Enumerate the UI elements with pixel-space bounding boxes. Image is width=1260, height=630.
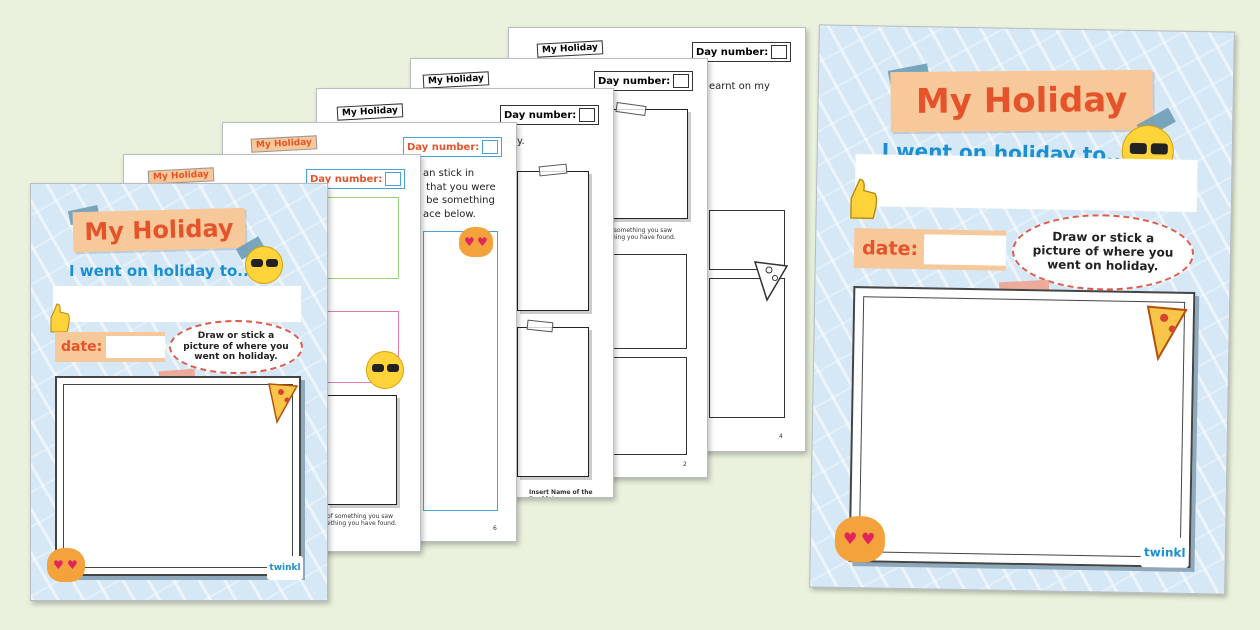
caption-text: of something you saw ething you have fou… [606,227,676,242]
cat-emoji-icon: ♥♥ [834,515,886,563]
day-number-input[interactable] [385,172,402,186]
speech-bubble: Draw or stick a picture of where you wen… [169,320,303,374]
twinkl-logo: twinkl [267,556,303,580]
pizza-icon [268,383,299,424]
photo-frame [606,109,688,219]
cover-title: My Holiday [72,207,246,253]
page-number: 2 [683,461,687,468]
cover-subtitle: I went on holiday to... [69,262,255,280]
my-holiday-label: My Holiday [250,135,318,153]
page-number: 4 [779,433,783,440]
booklet-name-footer: Insert Name of the Booklet [529,489,593,497]
caption-text: of something you saw ething you have fou… [327,513,397,528]
booklet-cover-large: My Holiday I went on holiday to... date:… [809,24,1235,595]
writing-box [709,210,785,270]
pizza-icon [1146,305,1188,362]
stick-in-text: an stick in that you were be something a… [423,168,496,220]
date-input[interactable] [106,336,165,358]
green-box [327,197,399,279]
sunglasses-emoji-icon [366,351,404,389]
day-number-input[interactable] [482,140,499,154]
day-number-box: Day number: [403,137,503,157]
photo-frame [327,395,397,505]
pizza-icon [753,261,789,302]
picture-frame[interactable] [55,376,301,576]
day-number-box: Day number: [306,169,406,189]
cover-title: My Holiday [890,69,1153,133]
destination-field[interactable] [854,154,1198,213]
cat-emoji-icon: ♥♥ [47,548,85,582]
destination-field[interactable] [53,286,301,322]
my-holiday-label: My Holiday [536,40,604,58]
day-number-box: Day number: [692,42,792,62]
stick-area [423,231,498,511]
day-number-label: Day number: [310,173,383,185]
day-number-box: Day number: [594,71,694,91]
booklet-cover-small: My Holiday I went on holiday to... date:… [30,183,328,601]
intro-text: y. [517,136,525,147]
date-input[interactable] [923,234,1007,266]
day-number-label: Day number: [504,109,577,121]
day-number-label: Day number: [407,141,480,153]
writing-box [709,278,785,418]
writing-box [611,357,687,455]
date-box: date: [55,332,165,362]
sunglasses-emoji-icon [245,246,283,284]
page-number: 6 [493,525,497,532]
learnt-text: earnt on my [709,81,770,92]
day-number-input[interactable] [673,74,690,88]
day-number-input[interactable] [771,45,788,59]
date-label: date: [861,237,919,261]
thumbs-up-icon [50,303,70,333]
photo-frame [517,171,589,311]
my-holiday-label: My Holiday [422,71,490,89]
day-number-label: Day number: [696,46,769,58]
picture-frame[interactable] [848,286,1196,568]
thumbs-up-icon [850,178,878,220]
date-box: date: [853,228,1007,271]
day-number-box: Day number: [500,105,600,125]
twinkl-logo: twinkl [1140,537,1190,568]
date-label: date: [61,339,103,355]
day-number-input[interactable] [579,108,596,122]
writing-box [611,254,687,349]
cat-emoji-icon: ♥♥ [459,227,493,257]
photo-frame [517,327,589,477]
day-number-label: Day number: [598,75,671,87]
my-holiday-label: My Holiday [336,103,404,121]
